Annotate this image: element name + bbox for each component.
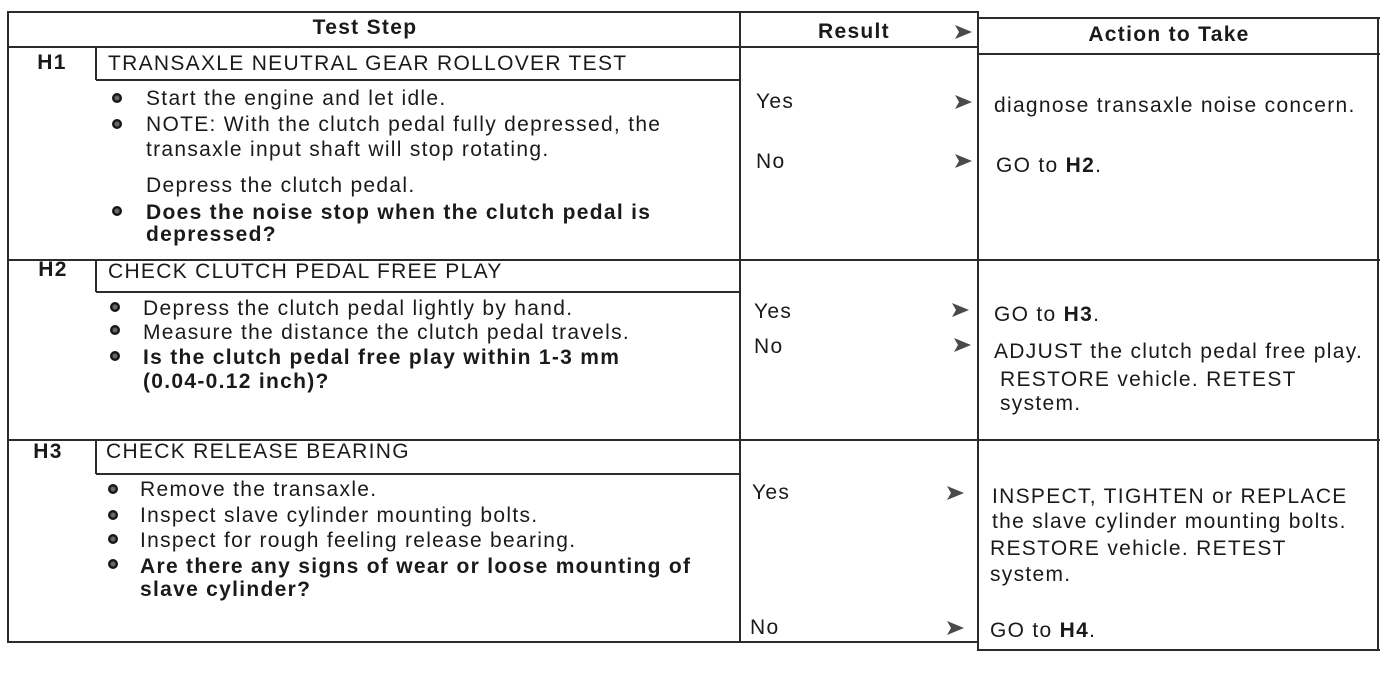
- goto-punct: .: [1089, 619, 1097, 642]
- bullet-icon: [108, 559, 118, 569]
- instruction-line: NOTE: With the clutch pedal fully depres…: [146, 113, 662, 136]
- action-text: system.: [1000, 392, 1082, 415]
- right-arrow-icon: [952, 337, 972, 353]
- right-arrow-icon: [945, 620, 965, 636]
- bullet-icon: [108, 510, 118, 520]
- bullet-icon: [110, 351, 120, 361]
- step-title: CHECK RELEASE BEARING: [106, 440, 410, 463]
- table-rule: [978, 17, 1380, 19]
- bullet-icon: [112, 93, 122, 103]
- right-arrow-icon: [953, 24, 973, 40]
- instruction-question: Does the noise stop when the clutch peda…: [146, 201, 652, 224]
- instruction-line: transaxle input shaft will stop rotating…: [146, 138, 550, 161]
- goto-step-ref: H2: [1065, 154, 1096, 177]
- table-rule: [96, 79, 741, 81]
- goto-label: GO to: [990, 619, 1053, 642]
- step-id: H1: [37, 51, 67, 74]
- table-rule: [1377, 17, 1379, 651]
- instruction-line: Start the engine and let idle.: [146, 87, 447, 110]
- step-id: H3: [33, 440, 63, 463]
- goto-action: GO to H2.: [996, 155, 1102, 177]
- result-yes: Yes: [752, 481, 791, 504]
- bullet-icon: [108, 534, 118, 544]
- action-text: system.: [990, 563, 1072, 586]
- table-rule: [7, 11, 9, 643]
- action-text: ADJUST the clutch pedal free play.: [994, 340, 1364, 363]
- instruction-line: Depress the clutch pedal lightly by hand…: [143, 297, 574, 320]
- result-yes: Yes: [756, 90, 795, 113]
- header-action-to-take: Action to Take: [1088, 23, 1250, 46]
- bullet-icon: [108, 484, 118, 494]
- right-arrow-icon: [950, 302, 970, 318]
- goto-action: GO to H3.: [994, 304, 1100, 326]
- table-rule: [8, 439, 1380, 441]
- table-rule: [8, 46, 979, 48]
- instruction-question: (0.04-0.12 inch)?: [143, 370, 330, 393]
- goto-action: GO to H4.: [990, 620, 1096, 642]
- bullet-icon: [112, 119, 122, 129]
- step-id: H2: [38, 258, 68, 281]
- right-arrow-icon: [953, 153, 973, 169]
- table-rule: [977, 11, 979, 651]
- instruction-question: Is the clutch pedal free play within 1-3…: [143, 346, 621, 369]
- action-text: RESTORE vehicle. RETEST: [1000, 368, 1297, 391]
- step-title: CHECK CLUTCH PEDAL FREE PLAY: [108, 260, 503, 283]
- instruction-question: depressed?: [146, 223, 277, 246]
- instruction-line: Depress the clutch pedal.: [146, 174, 416, 197]
- header-result: Result: [818, 20, 890, 43]
- table-rule: [95, 260, 97, 292]
- table-rule: [739, 11, 741, 643]
- instruction-question: Are there any signs of wear or loose mou…: [140, 555, 692, 578]
- table-rule: [8, 641, 979, 643]
- action-text: RESTORE vehicle. RETEST: [990, 537, 1287, 560]
- table-rule: [95, 440, 97, 474]
- table-rule: [8, 11, 979, 13]
- instruction-line: Inspect for rough feeling release bearin…: [140, 529, 577, 552]
- step-title: TRANSAXLE NEUTRAL GEAR ROLLOVER TEST: [108, 52, 628, 75]
- action-text: diagnose transaxle noise concern.: [994, 94, 1356, 117]
- header-test-step: Test Step: [312, 16, 418, 39]
- instruction-question: slave cylinder?: [140, 578, 312, 601]
- result-no: No: [750, 616, 780, 639]
- result-no: No: [754, 335, 784, 358]
- goto-punct: .: [1093, 303, 1101, 326]
- right-arrow-icon: [945, 485, 965, 501]
- right-arrow-icon: [953, 94, 973, 110]
- action-text: INSPECT, TIGHTEN or REPLACE: [992, 485, 1348, 508]
- table-rule: [978, 649, 1380, 651]
- result-yes: Yes: [754, 300, 793, 323]
- instruction-line: Measure the distance the clutch pedal tr…: [143, 321, 631, 344]
- result-no: No: [756, 150, 786, 173]
- table-rule: [8, 259, 1380, 261]
- goto-label: GO to: [996, 154, 1059, 177]
- bullet-icon: [110, 325, 120, 335]
- instruction-line: Inspect slave cylinder mounting bolts.: [140, 504, 539, 527]
- instruction-line: Remove the transaxle.: [140, 478, 378, 501]
- action-text: the slave cylinder mounting bolts.: [992, 510, 1347, 533]
- bullet-icon: [112, 206, 122, 216]
- goto-step-ref: H4: [1059, 619, 1090, 642]
- goto-step-ref: H3: [1063, 303, 1094, 326]
- table-rule: [95, 47, 97, 80]
- table-rule: [96, 291, 741, 293]
- goto-punct: .: [1095, 154, 1103, 177]
- table-rule: [978, 53, 1380, 55]
- goto-label: GO to: [994, 303, 1057, 326]
- table-rule: [96, 473, 741, 475]
- bullet-icon: [110, 302, 120, 312]
